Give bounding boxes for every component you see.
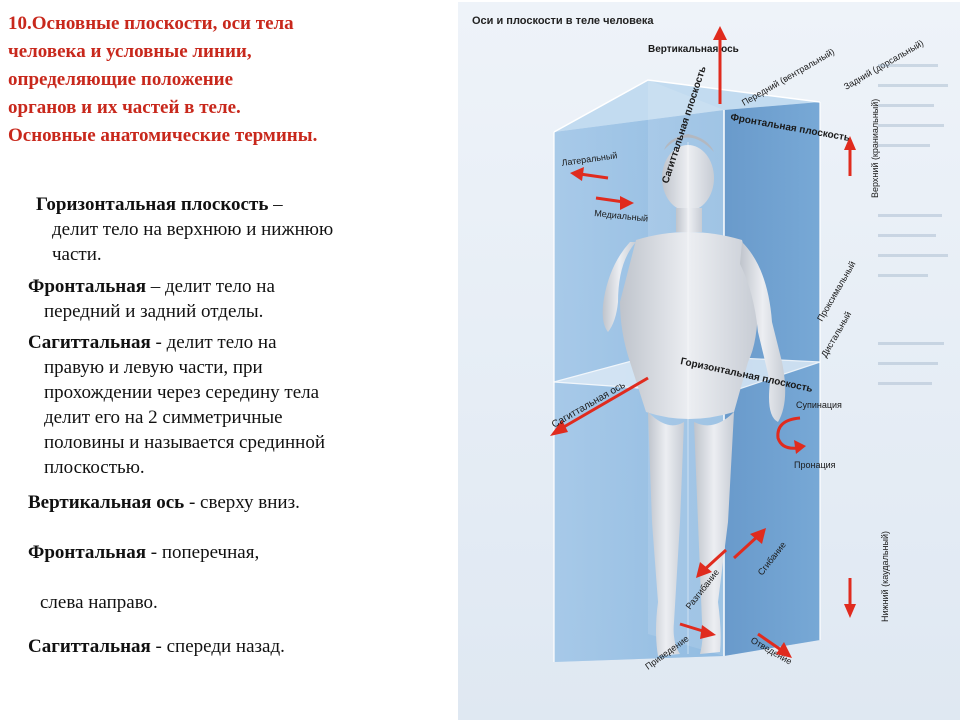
definition-line: делит тело на верхнюю и нижнюю — [52, 219, 334, 240]
term-separator: – — [268, 194, 283, 215]
term: Вертикальная ось — [28, 492, 185, 513]
figure-right-leg — [694, 412, 734, 654]
figure-left-arm — [602, 242, 636, 332]
figure-left-leg — [648, 412, 684, 656]
figure-header: Оси и плоскости в теле человека — [472, 15, 654, 27]
anatomy-figure: Оси и плоскости в теле человека — [458, 2, 960, 720]
title-line: 10.Основные плоскости, оси тела — [8, 13, 294, 34]
term-separator: - сверху вниз. — [184, 492, 300, 513]
slide-title: 10.Основные плоскости, оси тела человека… — [8, 10, 438, 150]
rotation-arrowhead — [794, 440, 806, 454]
term-separator: - поперечная, — [146, 542, 260, 563]
term: Фронтальная — [28, 542, 146, 563]
term-separator: - спереди назад. — [150, 636, 285, 657]
inferior-arrow — [844, 578, 856, 618]
superior-label: Верхний (краниальный) — [870, 99, 880, 198]
background-text-lines — [878, 64, 948, 385]
superior-arrow — [844, 136, 856, 176]
figure-torso — [620, 232, 758, 419]
definition-frontal-axis-continued: слева направо. — [40, 590, 158, 615]
definition-line: слева направо. — [40, 592, 158, 613]
figure-hair — [664, 134, 714, 152]
box-top — [554, 80, 820, 132]
definition-line: плоскостью. — [44, 457, 145, 478]
figure-right-arm — [740, 242, 786, 422]
pronation-label: Пронация — [794, 460, 836, 470]
definition-line: передний и задний отделы. — [44, 301, 264, 322]
medial-arrow — [595, 196, 634, 210]
definition-line: делит его на 2 симметричные — [44, 407, 283, 428]
lateral-arrow — [570, 167, 609, 181]
definition-line: части. — [52, 244, 102, 265]
figure-neck — [676, 208, 702, 232]
adduction-arrow — [679, 622, 716, 639]
term: Сагиттальная — [28, 636, 151, 657]
title-line: человека и условные линии, — [8, 41, 252, 62]
definition-sagittal-plane: Сагиттальная - делит тело на правую и ле… — [28, 330, 325, 480]
box-edge — [553, 79, 821, 133]
definition-sagittal-axis: Сагиттальная - спереди назад. — [28, 634, 285, 659]
extension-arrow — [696, 548, 728, 578]
term: Фронтальная — [28, 276, 146, 297]
axes-planes-illustration: Оси и плоскости в теле человека — [458, 2, 960, 720]
definition-frontal-axis: Фронтальная - поперечная, — [28, 540, 259, 565]
term: Сагиттальная — [28, 332, 151, 353]
inferior-label: Нижний (каудальный) — [880, 531, 890, 622]
vertical-axis-arrow — [713, 26, 727, 104]
term: Горизонтальная плоскость — [36, 194, 269, 215]
definition-vertical-axis: Вертикальная ось - сверху вниз. — [28, 490, 300, 515]
term-separator: – делит тело на — [146, 276, 275, 297]
title-line: Основные анатомические термины. — [8, 125, 318, 146]
definition-line: половины и называется срединной — [44, 432, 326, 453]
sagittal-axis-arrow — [550, 376, 649, 436]
definition-frontal-plane: Фронтальная – делит тело на передний и з… — [28, 274, 275, 324]
rotation-arrow — [776, 416, 801, 450]
definition-line: правую и левую части, при — [44, 357, 263, 378]
title-line: определяющие положение — [8, 69, 234, 90]
human-figure — [602, 134, 786, 656]
abduction-arrow — [757, 632, 792, 658]
term-separator: - делит тело на — [150, 332, 277, 353]
title-line: органов и их частей в теле. — [8, 97, 241, 118]
vertical-axis-label: Вертикальная ось — [648, 44, 739, 55]
supination-label: Супинация — [796, 400, 842, 410]
definition-horizontal-plane: Горизонтальная плоскость – делит тело на… — [36, 192, 333, 267]
flexion-arrow — [732, 528, 766, 560]
definition-line: прохождении через середину тела — [44, 382, 320, 403]
